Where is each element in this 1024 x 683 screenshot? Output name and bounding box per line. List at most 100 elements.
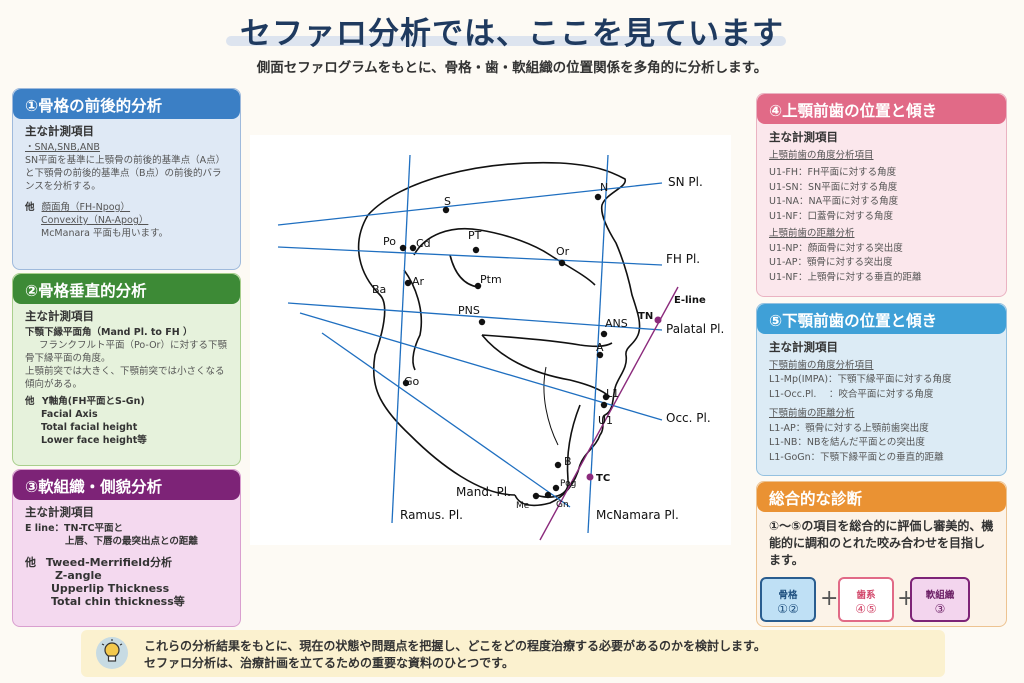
panel-soft-tissue-head: 主な計測項目 — [25, 505, 94, 519]
ramus-plane — [391, 154, 411, 524]
label-or: Or — [556, 245, 570, 258]
point-po — [399, 244, 407, 252]
lower-angle-head: 下顎前歯の角度分析項目 — [769, 359, 874, 371]
z-angle-item: Z-angle — [55, 569, 102, 582]
point-pog — [552, 484, 560, 492]
label-palatal-plane: Palatal Pl. — [666, 322, 724, 336]
lower-angle-item: L1-Occ.Pl. ：咬合平面に対する角度 — [769, 388, 934, 400]
panel-skeletal-ap-head: 主な計測項目 — [25, 124, 94, 138]
mand-pl-fh-desc1: フランクフルト平面（Po-Or）に対する下顎骨下縁平面の角度。 — [25, 340, 227, 364]
landmark-labels: S N Po Cd PT Or Ba Ar Ptm PNS ANS A Go U… — [372, 181, 653, 511]
point-cd — [409, 244, 417, 252]
footer-line-1: これらの分析結果をもとに、現在の状態や問題点を把握し、どこをどの程度治療する必要… — [144, 639, 766, 653]
label-gn: Gn — [556, 500, 569, 510]
panel-skeletal-vertical-head: 主な計測項目 — [25, 309, 94, 323]
eline-desc: 上唇、下唇の最突出点との距離 — [65, 536, 198, 547]
label-u1: U1 — [598, 414, 613, 427]
badge-soft-tissue-nums: ③ — [934, 602, 946, 616]
panel-upper-incisor-title: ④上顎前歯の位置と傾き — [757, 94, 1006, 124]
label-l1: L1 — [606, 387, 619, 400]
panel-skeletal-vertical: ②骨格垂直的分析 主な計測項目 下顎下縁平面角（Mand Pl. to FH ）… — [12, 273, 241, 466]
label-e-line: E-line — [674, 295, 706, 306]
label-occ-plane: Occ. Pl. — [666, 411, 711, 425]
other-label: 他 — [25, 202, 35, 213]
total-facial-height-item: Total facial height — [41, 422, 138, 433]
label-pt: PT — [468, 229, 482, 242]
page-subtitle: 側面セファログラムをもとに、骨格・歯・軟組織の位置関係を多角的に分析します。 — [256, 60, 768, 76]
lower-face-height-item: Lower face height等 — [41, 435, 147, 446]
panel-soft-tissue-title: ③軟組織・側貌分析 — [13, 470, 240, 500]
mand-pl-fh-item: 下顎下縁平面角（Mand Pl. to FH ） — [25, 327, 193, 338]
skull-outline — [357, 161, 641, 507]
panel-skeletal-ap-title: ①骨格の前後的分析 — [13, 89, 240, 119]
eline-label: E line：TN-TC平面と — [25, 523, 123, 534]
point-a — [596, 351, 604, 359]
lower-dist-item: L1-AP：顎骨に対する上顎前歯突出度 — [769, 422, 929, 434]
label-mand-plane: Mand. Pl. — [456, 485, 511, 499]
point-ptm — [474, 282, 482, 290]
reference-planes — [277, 154, 663, 534]
upper-dist-head: 上顎前歯の距離分析 — [769, 228, 855, 239]
point-s — [442, 206, 450, 214]
badge-soft-tissue-label: 軟組織 — [925, 590, 955, 601]
point-b — [554, 461, 562, 469]
point-u1 — [600, 401, 608, 409]
panel-upper-incisor: ④上顎前歯の位置と傾き 主な計測項目 上顎前歯の角度分析項目 U1-FH：FH平… — [756, 93, 1007, 297]
point-or — [558, 259, 566, 267]
lower-dist-head: 下顎前歯の距離分析 — [769, 408, 855, 419]
mcmanara-item: McManara 平面も用います。 — [41, 228, 169, 239]
mcnamara-plane — [587, 154, 609, 534]
label-a: A — [596, 341, 604, 354]
label-me: Me — [516, 501, 530, 511]
badge-skeletal-label: 骨格 — [778, 590, 798, 601]
lower-dist-item: L1-NB：NBを結んだ平面との突出度 — [769, 437, 925, 448]
diagnosis-text: ①〜⑤の項目を総合的に評価し審美的、機能的に調和のとれた咬み合わせを目指します。 — [769, 519, 994, 567]
plus-sign: + — [820, 586, 839, 611]
panel-lower-incisor-head: 主な計測項目 — [769, 340, 838, 354]
panel-lower-incisor: ⑤下顎前歯の位置と傾き 主な計測項目 下顎前歯の角度分析項目 L1-Mp(IMP… — [756, 303, 1007, 476]
badge-skeletal-nums: ①② — [777, 602, 799, 616]
point-pt — [472, 246, 480, 254]
mand-pl-fh-desc2: 上顎前突では大きく、下顎前突では小さくなる傾向がある。 — [25, 366, 225, 390]
panel-soft-tissue: ③軟組織・側貌分析 主な計測項目 E line：TN-TC平面と 上唇、下唇の最… — [12, 469, 241, 627]
label-ar: Ar — [412, 275, 425, 288]
label-tn: TN — [638, 311, 653, 322]
lightbulb-icon — [96, 637, 128, 669]
footer-line-2: セファロ分析は、治療計画を立てるための重要な資料のひとつです。 — [144, 656, 514, 670]
title-underline — [226, 36, 786, 46]
panel-lower-incisor-title: ⑤下顎前歯の位置と傾き — [757, 304, 1006, 334]
palatal-plane — [287, 302, 663, 331]
label-s: S — [444, 195, 451, 208]
badge-skeletal: 骨格 ①② — [760, 577, 816, 622]
lower-dist-item: L1-GoGn：下顎下縁平面との垂直的距離 — [769, 451, 944, 463]
label-fh-plane: FH Pl. — [666, 252, 700, 266]
mand-plane — [321, 332, 571, 508]
panel-diagnosis-title: 総合的な診断 — [757, 482, 1006, 512]
point-tn — [654, 316, 662, 324]
badge-dental: 歯系 ④⑤ — [838, 577, 894, 622]
label-pns: PNS — [458, 304, 480, 317]
other-label: 他 — [25, 556, 36, 569]
panel-skeletal-ap: ①骨格の前後的分析 主な計測項目 ・SNA,SNB,ANB SN平面を基準に上顎… — [12, 88, 241, 270]
label-sn-plane: SN Pl. — [668, 175, 703, 189]
tweed-item: Tweed-Merrifield分析 — [45, 556, 172, 569]
upper-angle-item: U1-NA：NA平面に対する角度 — [769, 196, 899, 207]
point-pns — [478, 318, 486, 326]
label-po: Po — [383, 235, 396, 248]
point-ans — [600, 330, 608, 338]
page-title: セファロ分析では、ここを見ています — [240, 16, 784, 52]
facial-axis-item: Facial Axis — [41, 409, 98, 420]
label-pog: Pog — [560, 479, 576, 489]
label-mcnamara-plane: McNamara Pl. — [596, 508, 679, 522]
panel-upper-incisor-head: 主な計測項目 — [769, 130, 838, 144]
cephalometric-diagram: S N Po Cd PT Or Ba Ar Ptm PNS ANS A Go U… — [250, 135, 731, 545]
label-go: Go — [404, 375, 420, 388]
label-ramus-plane: Ramus. Pl. — [400, 508, 463, 522]
sn-plane — [277, 182, 663, 226]
point-me — [532, 492, 540, 500]
label-b: B — [564, 455, 572, 468]
upper-dist-item: U1-NF：上顎骨に対する垂直的距離 — [769, 271, 922, 283]
label-ba: Ba — [372, 283, 386, 296]
point-l1 — [602, 393, 610, 401]
cephalometric-svg: S N Po Cd PT Or Ba Ar Ptm PNS ANS A Go U… — [277, 154, 724, 541]
